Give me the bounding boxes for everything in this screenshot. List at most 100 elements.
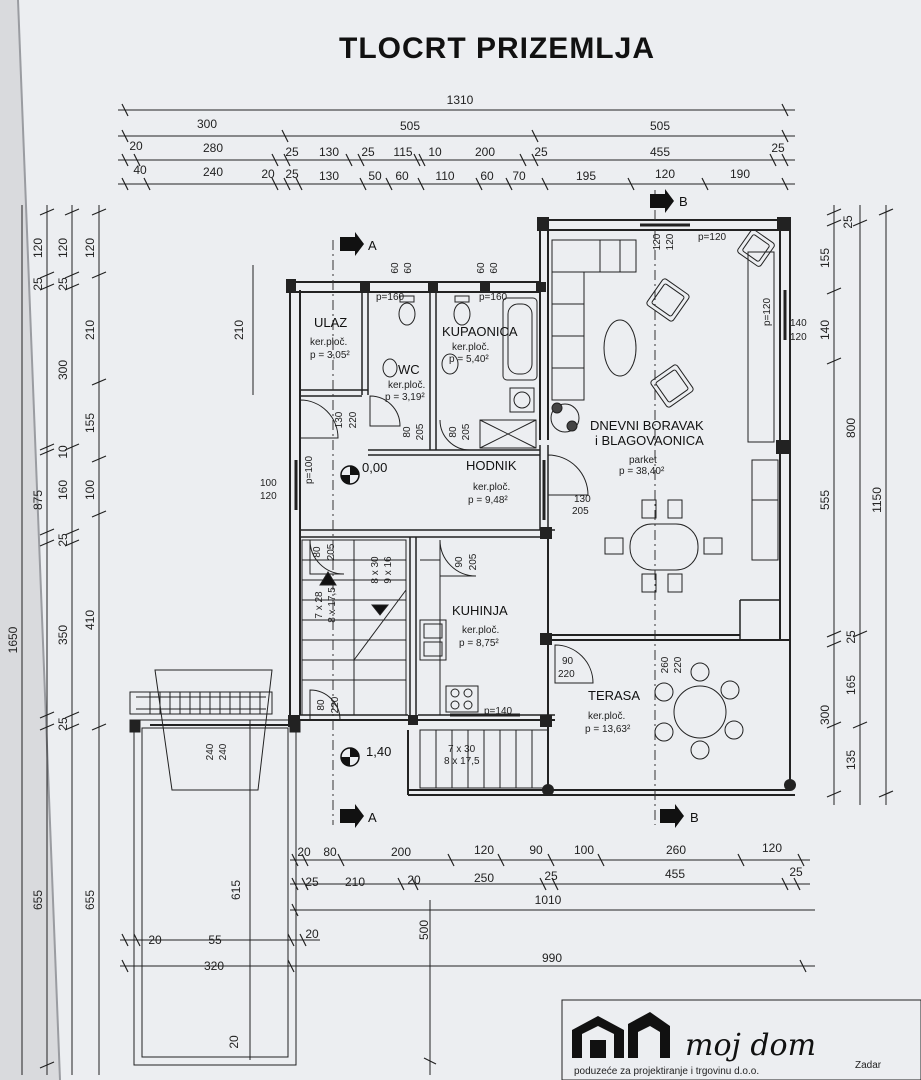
dining-table-icon <box>629 523 699 571</box>
right-dimension-lines <box>826 205 894 805</box>
dim-label: p=120 <box>762 298 773 327</box>
bathtub-icon <box>507 303 533 375</box>
dim-bottom: 990 <box>542 951 562 965</box>
dim-top: 25 <box>285 167 299 181</box>
dim-label: p=160 <box>376 292 405 303</box>
dim-bottom: 90 <box>529 843 543 857</box>
room-area: p = 5,40² <box>449 354 489 365</box>
dim-left: 155 <box>83 413 97 433</box>
dim-left: 655 <box>31 890 45 910</box>
dim-label: 220 <box>673 656 684 673</box>
dim-left: 25 <box>56 277 70 291</box>
brand-name: moj dom <box>685 1028 816 1063</box>
bottom-dimension-lines <box>120 853 815 1075</box>
dim-left: 120 <box>31 238 45 258</box>
dim-left: 655 <box>83 890 97 910</box>
dim-bottom: 120 <box>474 843 494 857</box>
dim-bottom: 250 <box>474 871 494 885</box>
dim-bottom-vertical: 500 <box>417 920 431 940</box>
company-logo-box: moj dom poduzeće za projektiranje i trgo… <box>561 999 921 1080</box>
dim-top: 70 <box>512 169 526 183</box>
paper-background <box>18 0 921 1080</box>
top-dimension-lines <box>118 103 795 191</box>
room-name-2: i BLAGOVAONICA <box>595 433 704 448</box>
section-arrow-icon <box>340 804 364 828</box>
room-name: WC <box>398 362 420 377</box>
dim-label: 205 <box>415 423 426 440</box>
room-terasa: TERASA ker.ploč. p = 13,63² <box>585 688 640 735</box>
dim-label: p=100 <box>304 456 315 485</box>
room-area: p = 9,48² <box>468 495 508 506</box>
dim-bottom: 320 <box>204 959 224 973</box>
dim-bottom: 25 <box>789 865 803 879</box>
dim-label: 80 <box>312 546 323 558</box>
dim-top: 505 <box>650 119 670 133</box>
dim-bottom: 25 <box>544 869 558 883</box>
dim-top: 505 <box>400 119 420 133</box>
left-dimension-labels: 1650 875 655 120 25 120 25 300 10 160 25… <box>6 238 246 1049</box>
dim-bottom: 20 <box>305 927 319 941</box>
level-label: 0,00 <box>362 460 387 475</box>
dim-bottom: 25 <box>305 875 319 889</box>
room-hodnik: HODNIK ker.ploč. p = 9,48² <box>466 458 517 506</box>
dim-top: 50 <box>368 169 382 183</box>
interior-walls <box>300 290 780 720</box>
dim-top: 10 <box>428 145 442 159</box>
bathtub-icon <box>502 297 538 381</box>
dim-right: 300 <box>818 705 832 725</box>
dim-left: 210 <box>232 320 246 340</box>
washer-icon <box>509 387 535 413</box>
dim-left: 160 <box>56 480 70 500</box>
dim-label: 130 <box>334 411 345 428</box>
dim-bottom: 260 <box>666 843 686 857</box>
dim-label: 240 <box>205 743 216 760</box>
dim-label: 220 <box>348 411 359 428</box>
dim-label: 80 <box>448 426 459 438</box>
dim-label: 60 <box>403 262 414 274</box>
dim-top: 130 <box>319 169 339 183</box>
dim-bottom: 20 <box>148 933 162 947</box>
dim-label: 8 x 17,5 <box>327 587 338 623</box>
dim-label: 120 <box>665 233 676 250</box>
dim-top: 25 <box>534 145 548 159</box>
room-area: p = 8,75² <box>459 638 499 649</box>
dim-left: 20 <box>227 1035 241 1049</box>
section-label: A <box>368 238 377 253</box>
section-arrow-icon <box>340 232 364 256</box>
dim-top: 280 <box>203 141 223 155</box>
room-wc: WC ker.ploč. p = 3,19² <box>385 362 425 403</box>
section-label: B <box>679 194 688 209</box>
sink-icon <box>382 358 398 378</box>
dim-label: 220 <box>558 669 575 680</box>
dim-label: p=120 <box>698 232 727 243</box>
dim-label: 205 <box>572 506 589 517</box>
dim-left: 10 <box>56 445 70 459</box>
room-floor: ker.ploč. <box>462 625 499 636</box>
dim-label: 90 <box>562 656 574 667</box>
dim-bottom: 120 <box>762 841 782 855</box>
toilet-icon <box>398 302 416 326</box>
dim-top: 195 <box>576 169 596 183</box>
plant-icon <box>550 403 580 433</box>
dim-top: 240 <box>203 165 223 179</box>
dim-top: 25 <box>285 145 299 159</box>
dim-left: 120 <box>56 238 70 258</box>
sink-icon <box>419 619 447 661</box>
dim-top: 130 <box>319 145 339 159</box>
room-area: p = 3,05² <box>310 350 350 361</box>
brand-city: Zadar <box>855 1060 882 1071</box>
room-name: HODNIK <box>466 458 517 473</box>
dim-label: 140 <box>790 318 807 329</box>
dim-bottom: 55 <box>208 933 222 947</box>
dim-right: 1150 <box>870 487 884 513</box>
counter-icon <box>751 499 779 561</box>
toilet-icon <box>454 295 470 303</box>
dim-top: 120 <box>655 167 675 181</box>
dim-right: 25 <box>844 630 858 644</box>
dim-bottom: 1010 <box>535 893 562 907</box>
dim-left: 410 <box>83 610 97 630</box>
dim-right: 800 <box>844 418 858 438</box>
room-floor: ker.ploč. <box>588 711 625 722</box>
toilet-icon <box>453 302 471 326</box>
